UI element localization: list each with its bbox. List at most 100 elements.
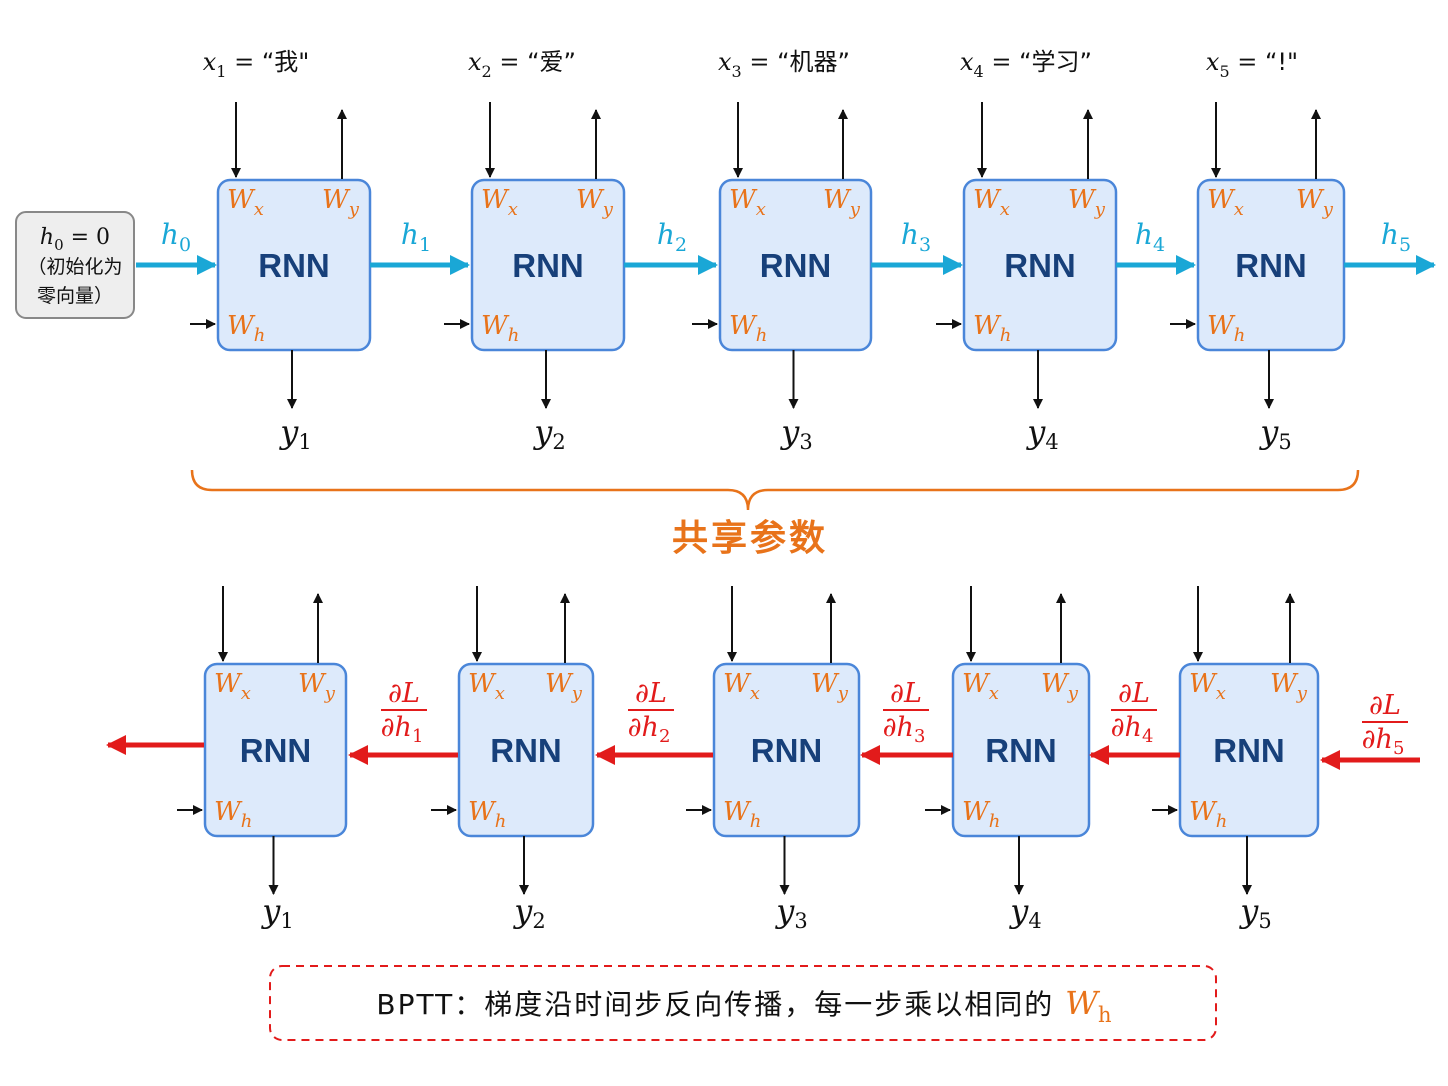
top-wy-label-1: Wy	[322, 185, 360, 220]
top-wy-label-2: Wy	[576, 185, 614, 220]
bptt-caption: BPTT：梯度沿时间步反向传播，每一步乘以相同的 Wh	[269, 965, 1217, 1041]
bottom-wh-label-1: Wh	[214, 797, 252, 832]
gradient-label-3: ∂L∂h3	[883, 678, 929, 747]
bottom-rnn-label-5: RNN	[1213, 732, 1285, 769]
gradient-numerator-3: ∂L	[890, 678, 922, 709]
bottom-rnn-label-2: RNN	[490, 732, 562, 769]
forward-output-labels: y1 y2 y3 y4 y5	[278, 413, 1291, 454]
bottom-rnn-label-4: RNN	[985, 732, 1057, 769]
hidden-state-labels: h0 h1 h2 h3 h4 h5	[161, 218, 1411, 256]
initial-state-box: h0 = 0 （初始化为 零向量）	[15, 211, 135, 319]
bottom-wh-label-2: Wh	[468, 797, 506, 832]
top-wy-label-3: Wy	[823, 185, 861, 220]
gradient-denominator-5: ∂h5	[1362, 724, 1405, 759]
bottom-wx-label-2: Wx	[468, 669, 505, 704]
bottom-rnn-label-1: RNN	[240, 732, 312, 769]
init-formula-rest: = 0	[64, 225, 110, 250]
bottom-output-2: y2	[512, 892, 545, 933]
bottom-output-1: y1	[260, 892, 293, 933]
gradient-label-5: ∂L∂h5	[1362, 690, 1408, 759]
top-output-4: y4	[1025, 413, 1058, 454]
top-wh-label-4: Wh	[973, 311, 1011, 346]
top-rnn-label-4: RNN	[1004, 247, 1076, 284]
gradient-denominator-3: ∂h3	[883, 712, 926, 747]
bottom-wy-label-3: Wy	[811, 669, 849, 704]
gradient-denominator-1: ∂h1	[381, 712, 424, 747]
hidden-label-0: h0	[161, 218, 191, 256]
init-h-sub: 0	[54, 236, 64, 254]
top-rnn-label-1: RNN	[258, 247, 330, 284]
top-wy-label-5: Wy	[1296, 185, 1334, 220]
top-wh-label-1: Wh	[227, 311, 265, 346]
hidden-label-4: h4	[1135, 218, 1165, 256]
bptt-caption-text: BPTT：梯度沿时间步反向传播，每一步乘以相同的 Wh	[376, 984, 1111, 1027]
bottom-wx-label-1: Wx	[214, 669, 251, 704]
top-wy-label-4: Wy	[1068, 185, 1106, 220]
backward-gradient-arrows	[106, 735, 1420, 770]
bottom-output-3: y3	[774, 892, 807, 933]
bottom-output-4: y4	[1008, 892, 1041, 933]
top-output-3: y3	[779, 413, 812, 454]
init-note-line1: （初始化为	[27, 256, 122, 278]
top-wh-label-3: Wh	[729, 311, 767, 346]
bottom-wx-label-3: Wx	[723, 669, 760, 704]
hidden-label-5: h5	[1381, 218, 1411, 256]
top-rnn-label-2: RNN	[512, 247, 584, 284]
top-wh-label-5: Wh	[1207, 311, 1245, 346]
curly-brace-orange-icon	[190, 469, 1360, 511]
hidden-label-3: h3	[901, 218, 931, 256]
gradient-label-4: ∂L∂h4	[1111, 678, 1157, 747]
bottom-wh-label-3: Wh	[723, 797, 761, 832]
bottom-rnn-box-5	[1178, 662, 1320, 838]
backward-output-labels: y1 y2 y3 y4 y5	[260, 892, 1271, 933]
svg-text:h0 = 0: h0 = 0	[40, 225, 110, 254]
shared-parameters-brace: 共享参数	[190, 469, 1360, 559]
gradient-label-1: ∂L∂h1	[381, 678, 427, 747]
gradient-numerator-2: ∂L	[635, 678, 667, 709]
gradient-denominator-4: ∂h4	[1111, 712, 1154, 747]
bottom-wy-label-2: Wy	[545, 669, 583, 704]
bottom-rnn-box-2	[457, 662, 595, 838]
input-label-4: x4 = “学习”	[960, 48, 1092, 81]
top-wx-label-5: Wx	[1207, 185, 1244, 220]
bottom-wy-label-4: Wy	[1041, 669, 1079, 704]
top-wx-label-2: Wx	[481, 185, 518, 220]
gradient-denominator-2: ∂h2	[628, 712, 671, 747]
top-output-5: y5	[1258, 413, 1291, 454]
input-label-5: x5 = “!"	[1206, 48, 1298, 81]
shared-parameters-label: 共享参数	[672, 518, 828, 559]
init-h-var: h	[40, 225, 54, 250]
input-label-1: x1 = “我"	[203, 48, 310, 81]
bottom-output-5: y5	[1238, 892, 1271, 933]
bottom-wy-label-1: Wy	[298, 669, 336, 704]
bottom-wy-label-5: Wy	[1270, 669, 1308, 704]
gradient-label-2: ∂L∂h2	[628, 678, 674, 747]
top-rnn-label-5: RNN	[1235, 247, 1307, 284]
bottom-wx-label-5: Wx	[1189, 669, 1226, 704]
hidden-label-1: h1	[401, 218, 431, 256]
top-wx-label-4: Wx	[973, 185, 1010, 220]
top-output-2: y2	[532, 413, 565, 454]
bottom-rnn-box-3	[712, 662, 861, 838]
top-rnn-label-3: RNN	[760, 247, 832, 284]
init-note-line2: 零向量）	[37, 285, 113, 307]
gradient-labels: ∂L∂h1∂L∂h2∂L∂h3∂L∂h4∂L∂h5	[381, 678, 1408, 759]
hidden-label-2: h2	[657, 218, 687, 256]
top-wx-label-1: Wx	[227, 185, 264, 220]
bottom-wh-label-5: Wh	[1189, 797, 1227, 832]
gradient-numerator-1: ∂L	[388, 678, 420, 709]
top-wx-label-3: Wx	[729, 185, 766, 220]
input-label-3: x3 = “机器”	[718, 48, 850, 81]
